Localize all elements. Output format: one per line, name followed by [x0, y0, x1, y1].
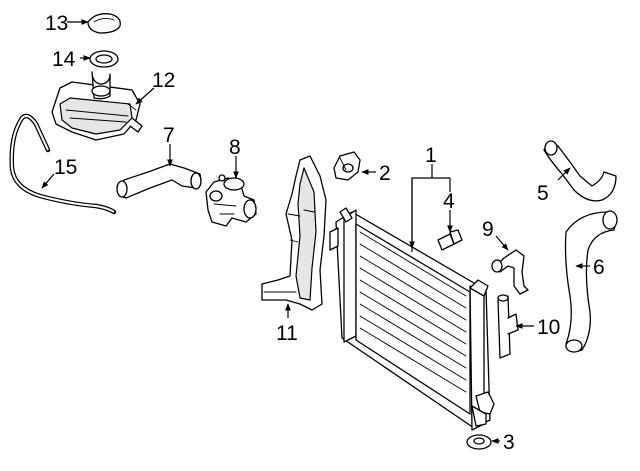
callout-4[interactable]: 4 [443, 190, 455, 213]
callout-7[interactable]: 7 [163, 124, 175, 147]
callout-3[interactable]: 3 [503, 431, 515, 454]
radiator-drawing [329, 207, 495, 431]
leader-lines [41, 19, 590, 444]
upper-hose-short-drawing [116, 163, 202, 199]
callout-13[interactable]: 13 [45, 12, 68, 35]
upper-radiator-hose-drawing [543, 140, 617, 202]
callout-8[interactable]: 8 [229, 136, 241, 159]
callout-1[interactable]: 1 [425, 144, 437, 167]
callout-labels: 13 14 12 7 8 15 2 1 4 5 9 6 10 11 3 [45, 12, 605, 454]
cap-seal-ring-drawing [89, 50, 119, 68]
callout-11[interactable]: 11 [276, 322, 298, 345]
overflow-hose-drawing [9, 113, 117, 215]
callout-2[interactable]: 2 [379, 162, 391, 185]
callout-10[interactable]: 10 [537, 316, 560, 339]
callout-15[interactable]: 15 [54, 156, 77, 179]
lower-radiator-hose-drawing [564, 210, 618, 353]
bleeder-pipe-drawing [491, 249, 529, 295]
radiator-bracket-drawing [333, 151, 361, 181]
callout-6[interactable]: 6 [593, 256, 605, 279]
reservoir-cap-drawing [87, 13, 121, 34]
callout-14[interactable]: 14 [52, 48, 76, 71]
callout-5[interactable]: 5 [537, 182, 549, 205]
callout-12[interactable]: 12 [152, 69, 175, 92]
coolant-reservoir-drawing [51, 71, 143, 141]
thermostat-housing-drawing [205, 174, 257, 227]
drain-plug-drawing [437, 229, 463, 251]
filler-tube-drawing [497, 294, 519, 359]
lower-mount-bushing-drawing [466, 434, 492, 450]
callout-9[interactable]: 9 [482, 218, 494, 241]
air-deflector-drawing [261, 155, 327, 311]
